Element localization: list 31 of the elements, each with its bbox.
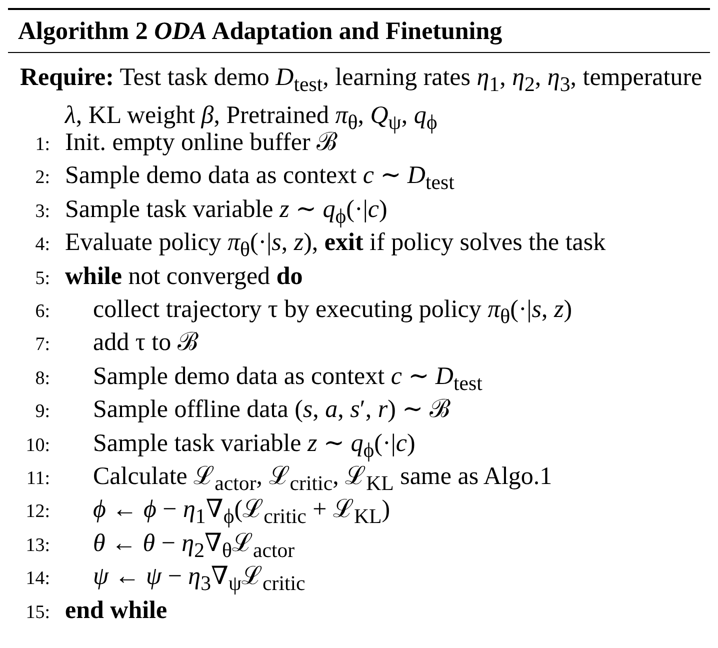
code-line: Sample demo data as context c ∼ D$_{test}$ xyxy=(65,161,454,196)
line-number: 2: xyxy=(34,166,50,190)
algorithm-title: Algorithm 2 ODA Adaptation and Finetuning xyxy=(18,17,502,47)
line-number: 5: xyxy=(34,266,50,291)
code-line: Sample task variable z ∼ q$_{ϕ}$(·|c) xyxy=(93,428,416,464)
line-number: 4: xyxy=(34,233,50,258)
line-number: 10: xyxy=(24,434,50,458)
code-line: while not converged do xyxy=(65,262,303,292)
code-line: Sample offline data (s, a, s′, r) ∼ ℬ xyxy=(93,395,450,426)
code-line: θ ← θ − η$_{2}$∇$_{θ}$ℒ$_{actor}$ xyxy=(93,528,295,564)
code-line: Evaluate policy π$_{θ}$(·|s, z), exit if policy solves the task xyxy=(65,228,606,264)
line-number: 14: xyxy=(24,567,50,592)
code-line: end while xyxy=(65,596,168,626)
code-line: Init. empty online buffer ℬ xyxy=(65,128,338,158)
line-number: 7: xyxy=(34,333,50,358)
code-line: collect trajectory τ by executing policy π$_{θ}$(·|s, z) xyxy=(93,295,572,330)
line-number: 9: xyxy=(34,400,50,424)
line-number: 3: xyxy=(34,200,50,224)
line-number: 8: xyxy=(34,366,50,391)
line-number: 6: xyxy=(34,300,50,324)
code-line: Calculate ℒ$_{actor}$, ℒ$_{critic}$, ℒ$_{KL}$ same as Algo.1 xyxy=(93,462,552,497)
line-number: 15: xyxy=(24,600,50,625)
code-line: add τ to ℬ xyxy=(93,328,198,358)
code-line: ϕ ← ϕ − η$_{1}$∇$_{ϕ}$(ℒ$_{critic}$ + ℒ$_{KL}$) xyxy=(93,495,390,530)
code-line: Sample task variable z ∼ q$_{ϕ}$(·|c) xyxy=(65,194,388,230)
code-line: Sample demo data as context c ∼ D$_{test}$ xyxy=(93,362,482,397)
line-number: 11: xyxy=(25,467,50,491)
code-line: ψ ← ψ − η$_{3}$∇$_{ψ}$ℒ$_{critic}$ xyxy=(93,562,306,598)
line-number: 13: xyxy=(24,534,50,558)
line-number: 1: xyxy=(34,133,50,157)
line-number: 12: xyxy=(24,500,50,524)
